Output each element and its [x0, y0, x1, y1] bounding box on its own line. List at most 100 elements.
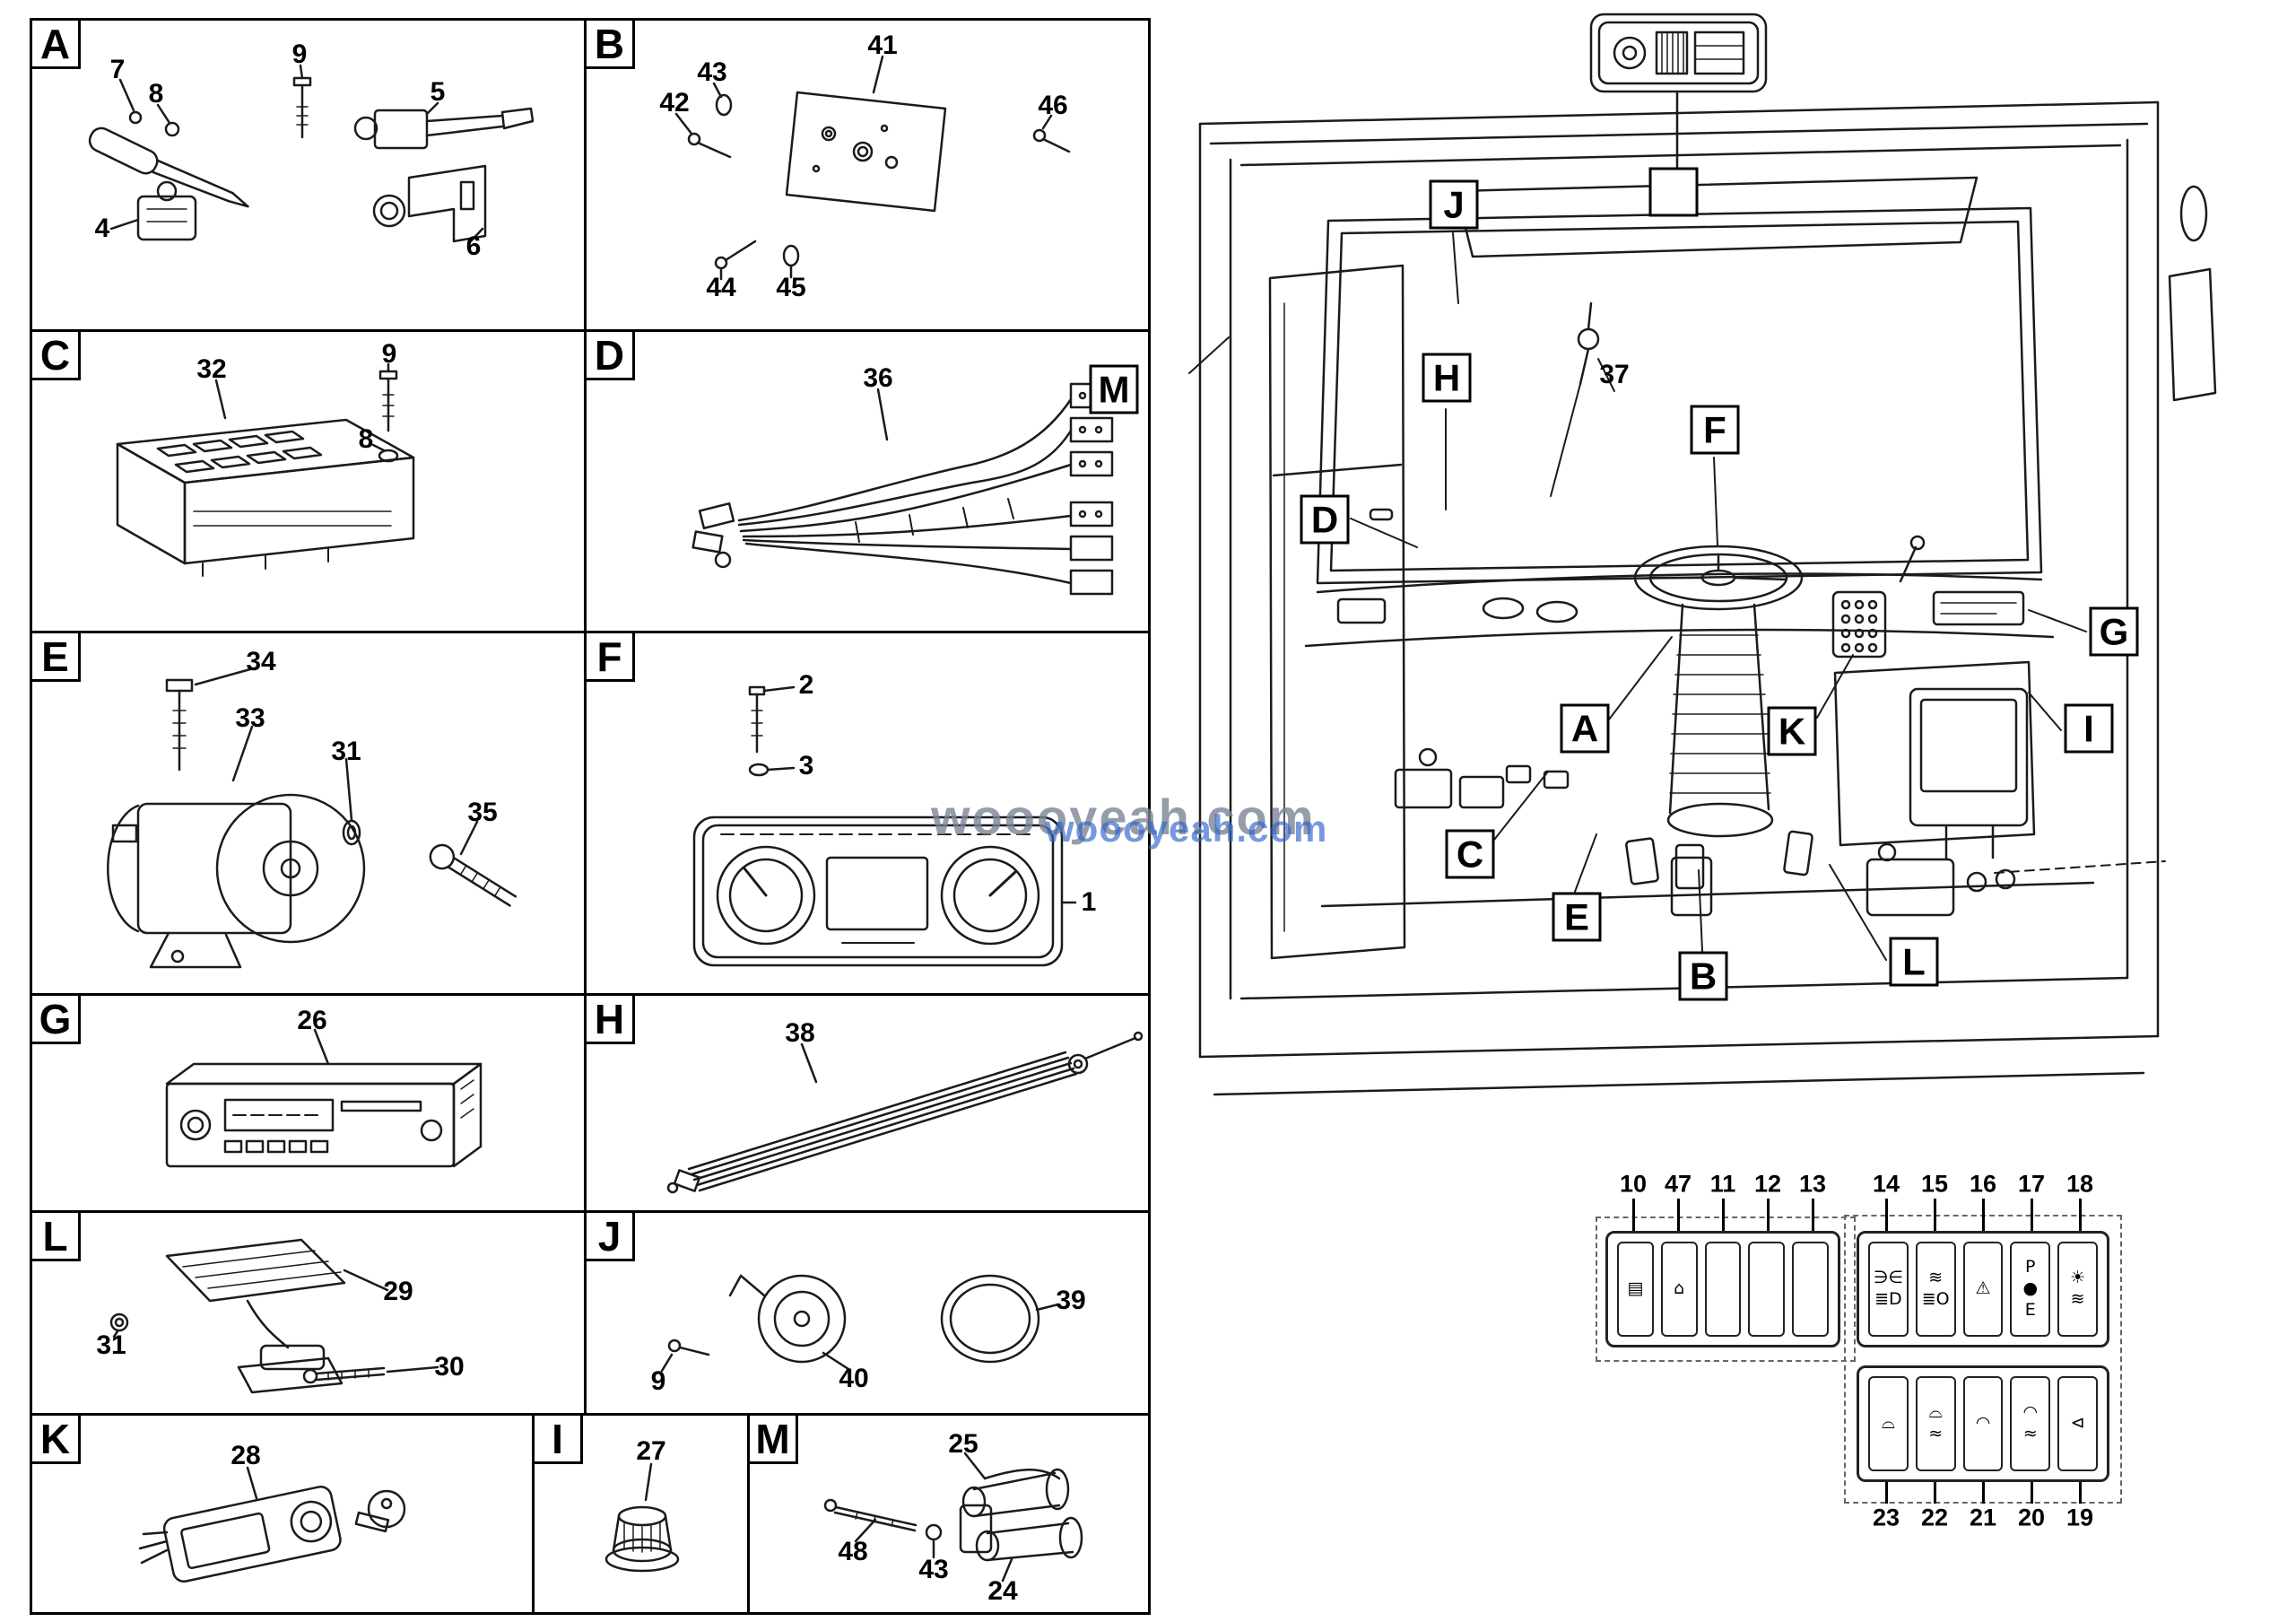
watermark-text: woooyeah.com: [931, 789, 1316, 845]
part-number: 44: [706, 273, 736, 302]
windshield: [1316, 206, 2043, 585]
switch-number-18: 18: [2066, 1170, 2094, 1198]
part-number: 45: [776, 273, 806, 302]
callout-tick: [1934, 1482, 1936, 1504]
switch-panel-2: ∋∈≣D ≋ ≣O ⚠ P●E☀≋: [1857, 1231, 2109, 1347]
cab-callout-F: F: [1690, 405, 1740, 455]
switch-number-11: 11: [1709, 1170, 1736, 1198]
callout-tick: [2079, 1199, 2082, 1231]
cab-callout-blank: [1648, 167, 1699, 217]
parts-cell-D: D 36: [584, 329, 1151, 633]
watermark-text-blue: woooyeah.com: [1045, 807, 1328, 850]
parts-cell-J: J 9 40 39: [584, 1210, 1151, 1416]
lower-consoles: [1394, 747, 1570, 809]
blank-switch: [1704, 1242, 1742, 1337]
part-number: 7: [109, 55, 126, 84]
beacon-switch: ☀≋: [2057, 1242, 2098, 1337]
switch-number-14: 14: [1872, 1170, 1900, 1198]
part-number: 34: [246, 647, 276, 676]
part-number: 33: [235, 703, 265, 733]
cell-letter-M: M: [747, 1413, 798, 1464]
part-number: 30: [434, 1352, 465, 1382]
part-number: 9: [650, 1366, 666, 1396]
windshield-mirror: [1550, 301, 1600, 497]
part-number: 27: [636, 1436, 666, 1466]
cell-letter-I: I: [532, 1413, 583, 1464]
part-number: 48: [838, 1537, 868, 1566]
park-brake-icon: ●: [2022, 1278, 2039, 1299]
cab-callout-E: E: [1552, 892, 1602, 942]
part-number: 5: [430, 77, 446, 107]
cell-letter-B: B: [584, 18, 635, 69]
washer-icon: ⌓: [1928, 1402, 1943, 1423]
part-number: 2: [798, 670, 814, 700]
fog-light-icon: ≣O: [1921, 1289, 1950, 1309]
horn-speaker-drawing: [660, 1274, 1060, 1373]
part-number: 32: [196, 354, 227, 384]
blank-switch: [1792, 1242, 1829, 1337]
part-number: 35: [467, 798, 498, 827]
part-number: 8: [148, 79, 164, 109]
washer-fluid-icon: ▤: [1627, 1278, 1644, 1299]
switch-group1-outline: [1596, 1216, 1856, 1362]
air-horn-drawing: [823, 1452, 1083, 1583]
parts-cell-H: H 38: [584, 993, 1151, 1213]
left-door: [1268, 264, 1406, 960]
front-wiper-switch: ⌓: [1868, 1376, 1909, 1471]
parts-cell-I: I 27: [532, 1413, 750, 1615]
part-number: 42: [659, 88, 690, 118]
rear-window: [1455, 176, 1979, 258]
radio-drawing: [165, 1028, 483, 1168]
front-washer-switch: ⌓≈: [1915, 1376, 1956, 1471]
pedals: [1625, 830, 1813, 890]
part-number: 36: [863, 363, 893, 393]
park-brake-switch: P●E: [2010, 1242, 2051, 1337]
switch-number-19: 19: [2066, 1504, 2094, 1531]
switch-number-17: 17: [2017, 1170, 2046, 1198]
part-number: 24: [987, 1576, 1018, 1606]
cell-letter-K: K: [30, 1413, 81, 1464]
parts-cell-K: K 28: [30, 1413, 535, 1615]
part-number: 43: [697, 57, 727, 87]
callout-tick: [1934, 1199, 1936, 1231]
part-number: 40: [839, 1364, 869, 1393]
part-number: 39: [1056, 1286, 1086, 1315]
switch-number-22: 22: [1920, 1504, 1949, 1531]
headlight-icon: ≣D: [1874, 1289, 1902, 1309]
callout-tick: [1632, 1199, 1635, 1231]
part-number: 6: [465, 231, 482, 261]
hazard-triangle-icon: ⚠: [1975, 1278, 1991, 1299]
relay-box-drawing: [116, 362, 415, 577]
cell-letter-J: J: [584, 1210, 635, 1261]
park-brake-icon: P: [2025, 1257, 2036, 1278]
cell-letter-E: E: [30, 631, 81, 682]
part-number: 29: [383, 1277, 413, 1306]
cab-callout-I: I: [2064, 703, 2114, 754]
cab-callout-K: K: [1767, 706, 1817, 756]
part-number: 46: [1038, 91, 1068, 120]
cell-letter-A: A: [30, 18, 81, 69]
hazard-switch: ⚠: [1962, 1242, 2004, 1337]
cab-part-number-37: 37: [1599, 360, 1630, 389]
part-number: 8: [358, 424, 374, 454]
cab-callout-G: G: [2089, 606, 2139, 657]
cell-letter-D: D: [584, 329, 635, 380]
cab-callout-L: L: [1889, 937, 1939, 987]
headlight-icon: ∋∈: [1873, 1268, 1903, 1288]
callout-tick: [1677, 1199, 1680, 1231]
switch-number-21: 21: [1969, 1504, 1997, 1531]
cell-letter-F: F: [584, 631, 635, 682]
callout-tick: [2031, 1482, 2033, 1504]
beacon-icon: ≋: [2070, 1289, 2085, 1309]
cell-letter-H: H: [584, 993, 635, 1044]
overhead-console: [1589, 13, 1768, 169]
beacon-icon: ☀: [2070, 1268, 2086, 1288]
callout-tick: [1885, 1482, 1888, 1504]
interior-light-switch: ⌂: [1660, 1242, 1698, 1337]
part-number: 26: [297, 1006, 327, 1035]
wiring-harness-drawing: [691, 382, 1114, 596]
washer-icon: ≈: [1928, 1424, 1944, 1443]
